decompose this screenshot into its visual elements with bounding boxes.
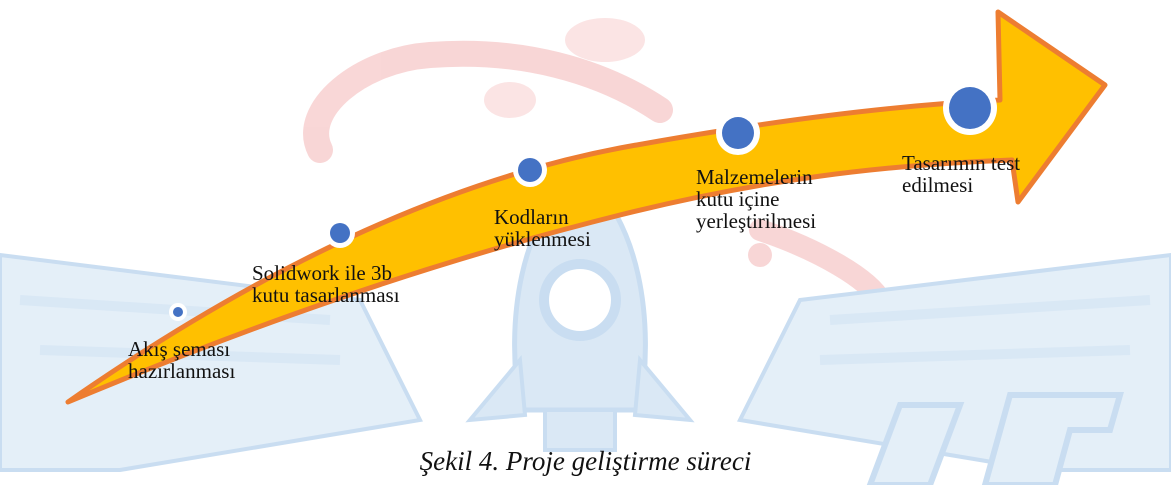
step-label-3: Kodların yüklenmesi [494,206,591,250]
step-node-2 [325,218,355,248]
watermark-logo [0,18,1171,485]
step-node-4 [716,111,760,155]
step-node-1 [169,303,187,321]
step-label-4: Malzemelerin kutu içine yerleştirilmesi [696,166,816,232]
step-label-5: Tasarımın test edilmesi [902,152,1020,196]
step-node-5 [943,81,997,135]
figure-caption: Şekil 4. Proje geliştirme süreci [0,446,1171,477]
step-node-3 [513,153,547,187]
step-label-1: Akış şeması hazırlanması [128,338,235,382]
step-label-2: Solidwork ile 3b kutu tasarlanması [252,262,400,306]
